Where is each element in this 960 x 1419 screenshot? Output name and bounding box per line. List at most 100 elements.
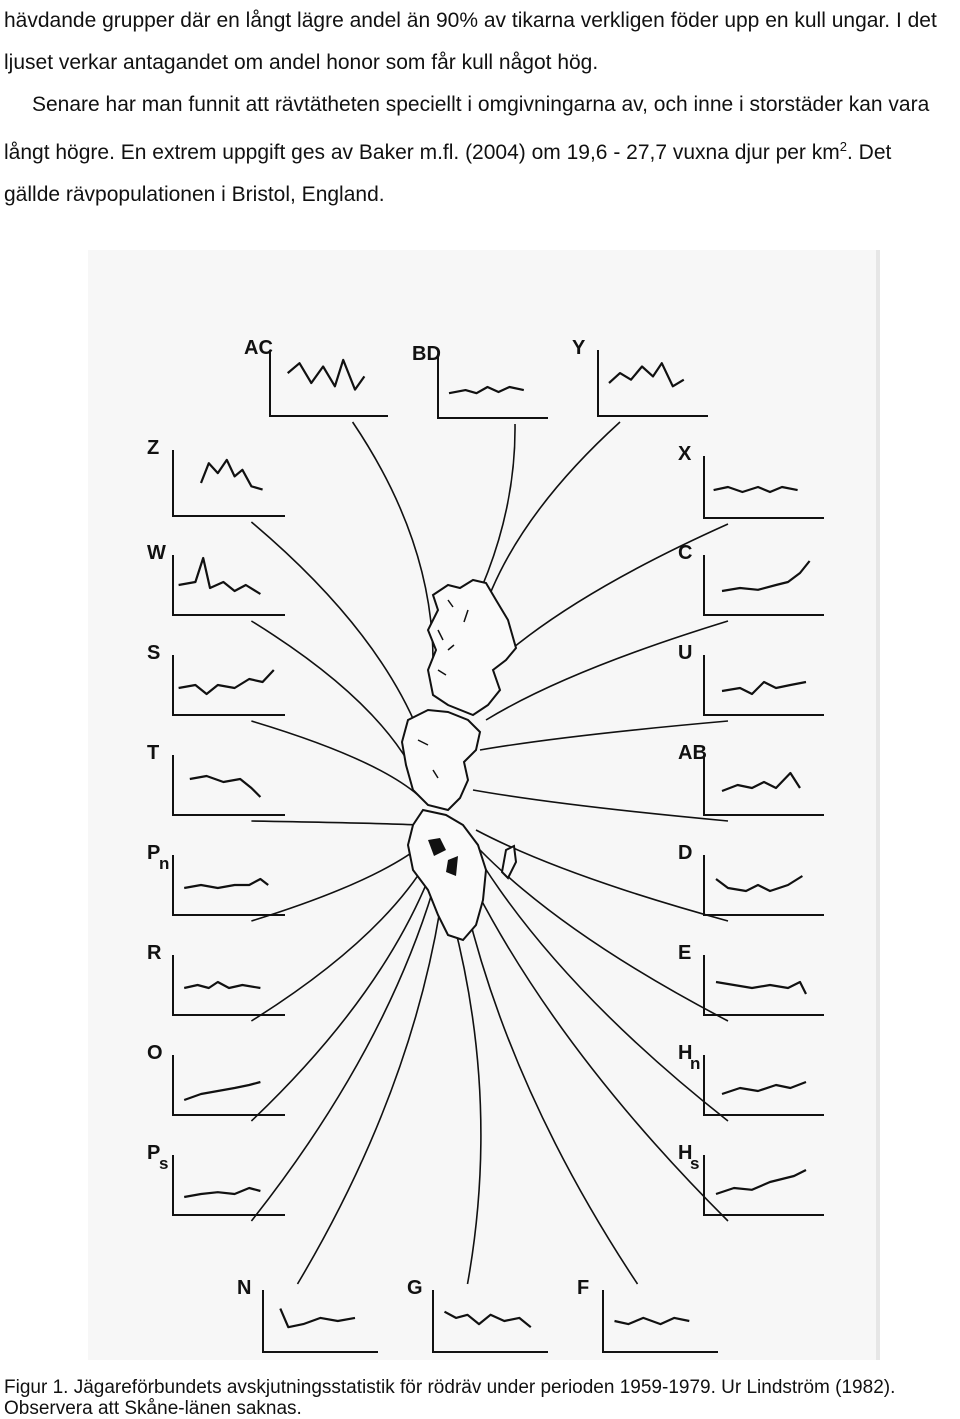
panel-trace (199, 458, 263, 491)
map-dark-patches (428, 838, 458, 876)
panel-c: C (678, 542, 824, 616)
panel-connector (479, 421, 621, 623)
panel-label: Z (147, 437, 159, 459)
panel-label: T (147, 742, 159, 764)
panel-ab: AB (678, 742, 824, 816)
panel-axis (172, 450, 285, 517)
panel-label-sub: n (690, 1054, 700, 1073)
panel-axis (172, 1055, 285, 1116)
panel-label: G (407, 1277, 423, 1299)
panel-axis (437, 356, 548, 419)
panel-axis (703, 955, 824, 1016)
panel-trace (614, 1316, 690, 1326)
panel-trace (715, 980, 807, 995)
panel-trace (715, 1169, 807, 1196)
panel-label-sub: s (690, 1154, 699, 1173)
panel-trace (443, 1310, 532, 1329)
figure-caption: Figur 1. Jägareförbundets avskjutningsst… (4, 1377, 896, 1419)
panel-connector (250, 859, 429, 1022)
panel-label: P (147, 842, 160, 864)
panel-connector (351, 421, 434, 661)
panel-connector (452, 919, 482, 1285)
panel-t: T (147, 742, 285, 816)
panel-s: S (147, 642, 285, 716)
panel-connector (475, 829, 729, 922)
paragraph-2-text-b: . Det gällde rävpopulationen i Bristol, … (4, 141, 892, 206)
panel-axis (703, 456, 824, 519)
panel-label: AB (678, 742, 707, 764)
panel-label: D (678, 842, 692, 864)
panel-axis (172, 1155, 285, 1216)
panel-label-sub: n (159, 854, 169, 873)
panel-trace (184, 877, 269, 890)
panel-connector (475, 889, 729, 1222)
map-south (406, 808, 488, 942)
panel-f: F (577, 1277, 718, 1353)
panel-label: P (147, 1142, 160, 1164)
map-middle (400, 708, 482, 812)
panel-connector (250, 620, 414, 771)
panel-connector (251, 841, 427, 922)
panel-g: G (407, 1277, 548, 1353)
panel-trace (183, 1080, 261, 1102)
panel-axis (432, 1290, 548, 1353)
panel-label: C (678, 542, 692, 564)
panel-trace (189, 774, 262, 798)
panel-o: O (147, 1042, 285, 1116)
panel-connector (492, 523, 729, 666)
panel-connector (472, 789, 729, 822)
panel-label: S (147, 642, 160, 664)
map-arrows (250, 421, 729, 1285)
panel-axis (703, 1055, 824, 1116)
panel-connector (250, 889, 434, 1222)
panel-connector (251, 820, 421, 826)
panel-axis (172, 955, 285, 1016)
paragraph-2-text-a: Senare har man funnit att rävtätheten sp… (4, 93, 930, 164)
panel-axis (172, 655, 285, 716)
panel-connector (251, 720, 419, 796)
panel-trace (178, 556, 261, 595)
panel-label: X (678, 443, 692, 465)
panel-label: N (237, 1277, 251, 1299)
paragraph-1: hävdande grupper där en långt lägre ande… (4, 9, 937, 74)
panel-label: BD (412, 343, 441, 365)
panel-trace (448, 385, 525, 395)
panel-axis (703, 1155, 824, 1216)
panel-e: E (678, 942, 824, 1016)
panel-ps: Ps (147, 1142, 285, 1216)
panel-label: W (147, 542, 166, 564)
panel-connector (479, 849, 729, 1022)
panel-label: AC (244, 337, 273, 359)
panel-w: W (147, 542, 285, 616)
panel-trace (183, 980, 261, 990)
panel-label: E (678, 942, 691, 964)
panel-trace (713, 485, 798, 494)
panel-axis (172, 855, 285, 916)
panel-n: N (237, 1277, 378, 1353)
panel-trace (184, 1186, 261, 1199)
panel-axis (172, 755, 285, 816)
panel-z: Z (147, 437, 285, 517)
panel-label: F (577, 1277, 589, 1299)
panel-x: X (678, 443, 824, 519)
panel-label: R (147, 942, 162, 964)
panel-trace (721, 1080, 807, 1096)
panel-trace (721, 771, 801, 793)
map-gotland (500, 844, 518, 880)
panel-connector (250, 521, 419, 731)
panel-connector (296, 909, 441, 1285)
panel-r: R (147, 942, 285, 1016)
panel-axis (703, 655, 824, 716)
panel-axis (262, 1290, 378, 1353)
panel-d: D (678, 842, 824, 916)
panel-label: O (147, 1042, 163, 1064)
panel-trace (721, 680, 807, 696)
map-marks (417, 599, 469, 779)
panel-connector (482, 864, 729, 1122)
panel-axis (269, 350, 388, 417)
panel-axis (703, 855, 824, 916)
superscript-2: 2 (839, 139, 847, 154)
panel-u: U (678, 642, 824, 716)
map-north (426, 578, 518, 717)
